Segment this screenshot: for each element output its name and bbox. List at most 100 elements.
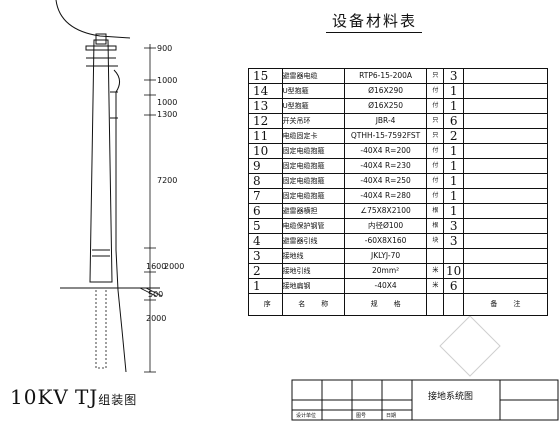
row-note	[462, 218, 549, 234]
dim-label: 1600	[146, 262, 167, 271]
row-unit: 根	[426, 203, 445, 219]
row-unit: 块	[426, 233, 445, 249]
row-qty: 1	[443, 188, 464, 204]
row-note	[462, 188, 549, 204]
table-header-row: 序名称规格 备注	[248, 293, 549, 316]
row-unit: 付	[426, 173, 445, 189]
row-number: 10	[248, 143, 283, 159]
table-title: 设备材料表	[332, 12, 418, 30]
buried-pole	[95, 287, 107, 369]
header-name-part: 名	[298, 300, 306, 308]
row-name: 避雷器横担	[281, 203, 345, 219]
row-qty: 3	[443, 218, 464, 234]
row-name: 固定电缆抱箍	[281, 173, 345, 189]
dim-label: 1000	[157, 76, 178, 85]
row-qty: 3	[443, 233, 464, 249]
row-spec: -40X4 R=250	[343, 173, 428, 189]
watermark-shape	[439, 315, 501, 377]
table-title-underline	[326, 32, 422, 33]
title-block-cell: 图号	[356, 413, 367, 419]
row-qty: 1	[443, 173, 464, 189]
row-name: U型抱箍	[281, 98, 345, 114]
header-no: 序	[248, 293, 283, 316]
row-note	[462, 158, 549, 174]
row-number: 14	[248, 83, 283, 99]
row-unit	[426, 248, 445, 264]
row-name: 开关吊环	[281, 113, 345, 129]
row-number: 8	[248, 173, 283, 189]
row-qty	[443, 248, 464, 264]
header-name: 名称	[281, 293, 345, 316]
row-spec: -40X4 R=280	[343, 188, 428, 204]
header-note: 备注	[462, 293, 549, 316]
row-unit: 米	[426, 263, 445, 279]
sheet-title: 接地系统图	[428, 392, 474, 402]
row-number: 3	[248, 248, 283, 264]
row-note	[462, 68, 549, 84]
row-qty: 2	[443, 128, 464, 144]
row-spec: Ø16X290	[343, 83, 428, 99]
row-number: 7	[248, 188, 283, 204]
row-name: 接地线	[281, 248, 345, 264]
row-qty: 1	[443, 83, 464, 99]
row-name: 避雷器引线	[281, 233, 345, 249]
row-number: 11	[248, 128, 283, 144]
row-spec: JKLYJ-70	[343, 248, 428, 264]
row-note	[462, 83, 549, 99]
row-qty: 1	[443, 158, 464, 174]
row-number: 15	[248, 68, 283, 84]
header-spec-part: 规	[370, 300, 378, 308]
overhead-line-arc	[55, 0, 131, 39]
row-name: U型抱箍	[281, 83, 345, 99]
row-unit: 米	[426, 278, 445, 294]
row-number: 2	[248, 263, 283, 279]
dim-label: 900	[157, 44, 173, 53]
row-spec: Ø16X250	[343, 98, 428, 114]
row-name: 固定电缆抱箍	[281, 188, 345, 204]
row-name: 接地扁钢	[281, 278, 345, 294]
row-spec: RTP6-15-200A	[343, 68, 428, 84]
row-unit: 付	[426, 98, 445, 114]
cable-line	[113, 69, 127, 373]
row-note	[462, 98, 549, 114]
row-spec: -40X4 R=200	[343, 143, 428, 159]
row-name: 电缆固定卡	[281, 128, 345, 144]
row-unit: 只	[426, 128, 445, 144]
row-unit: 付	[426, 188, 445, 204]
row-note	[462, 278, 549, 294]
row-number: 5	[248, 218, 283, 234]
header-spec: 规格	[343, 293, 428, 316]
dim-label: 2000	[164, 262, 185, 271]
header-qty	[443, 293, 464, 316]
dim-label: 2000	[146, 314, 167, 323]
pole-top-fitting	[95, 33, 107, 45]
drawing-title-mid: TJ	[74, 385, 99, 409]
row-spec: ∠75X8X2100	[343, 203, 428, 219]
row-qty: 1	[443, 143, 464, 159]
row-spec: 内径Ø100	[343, 218, 428, 234]
row-number: 6	[248, 203, 283, 219]
dim-label: 500	[148, 290, 164, 299]
dim-label: 7200	[157, 176, 178, 185]
title-block-cell: 日期	[386, 413, 397, 419]
row-note	[462, 263, 549, 279]
header-note-part: 备	[490, 300, 498, 308]
dim-label: 1300	[157, 110, 178, 119]
row-note	[462, 248, 549, 264]
row-note	[462, 173, 549, 189]
row-unit: 只	[426, 113, 445, 129]
row-number: 12	[248, 113, 283, 129]
pole-body	[89, 39, 113, 283]
row-note	[462, 233, 549, 249]
